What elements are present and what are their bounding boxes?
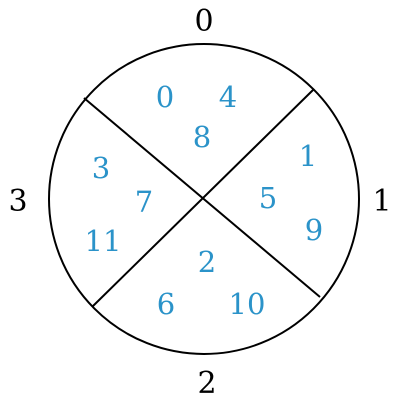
right-sector-number: 5 xyxy=(259,181,277,215)
top-sector-number: 8 xyxy=(193,120,211,154)
top-sector-number: 4 xyxy=(219,80,237,114)
outer-circle xyxy=(48,43,360,355)
sector-label-left: 3 xyxy=(8,184,27,219)
divider-line-ne-sw xyxy=(92,89,314,307)
bottom-sector-number: 6 xyxy=(157,287,175,321)
sector-label-bottom: 2 xyxy=(197,366,216,401)
top-sector-number: 0 xyxy=(156,80,174,114)
left-sector-number: 7 xyxy=(135,185,153,219)
divider-line-nw-se xyxy=(83,97,321,298)
sector-label-top: 0 xyxy=(194,4,213,39)
left-sector-number: 11 xyxy=(85,224,122,258)
sector-label-right: 1 xyxy=(372,184,391,219)
bottom-sector-number: 2 xyxy=(198,245,216,279)
left-sector-number: 3 xyxy=(92,151,110,185)
bottom-sector-number: 10 xyxy=(229,287,266,321)
right-sector-number: 1 xyxy=(299,139,317,173)
right-sector-number: 9 xyxy=(305,213,323,247)
